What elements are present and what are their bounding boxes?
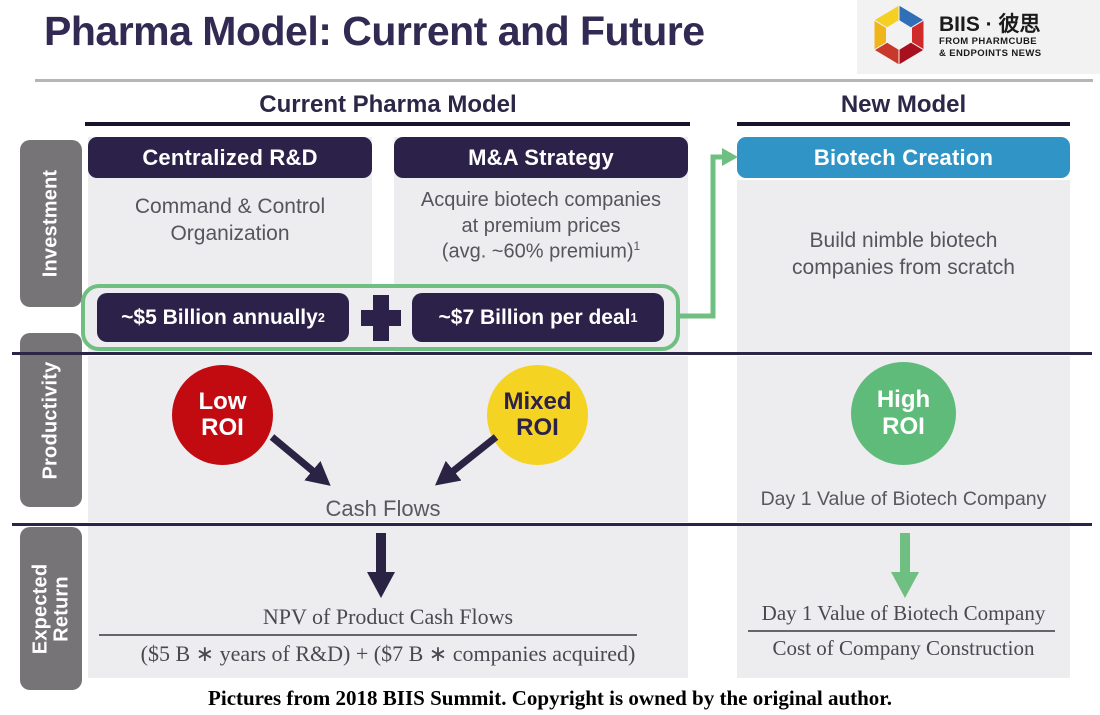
row-label-productivity-text: Productivity [39,361,62,479]
divider-productivity-return [12,523,1092,526]
npv-fraction-bar [99,634,637,636]
centralized-rd-description: Command & Control Organization [134,195,326,245]
low-roi-circle: Low ROI [172,365,273,465]
biotech-creation-description: Build nimble biotech companies from scra… [792,229,1015,279]
section-underline-current [85,122,690,126]
pill-7-billion-text: ~$7 Billion per deal [438,305,631,329]
npv-fraction-denominator: ($5 B ∗ years of R&D) + ($7 B ∗ companie… [140,641,636,666]
ma-strategy-description-text: Acquire biotech companies at premium pri… [420,189,662,263]
copyright-caption: Pictures from 2018 BIIS Summit. Copyrigh… [208,686,892,710]
mixed-roi-circle: Mixed ROI [487,365,588,465]
day1-fraction-numerator: Day 1 Value of Biotech Company [761,601,1046,625]
day1-value-label: Day 1 Value of Biotech Company [760,488,1047,510]
row-label-investment-text: Investment [39,169,62,278]
plus-icon [361,295,401,341]
pill-5-billion-text: ~$5 Billion annually [121,305,318,329]
header-ma-strategy: M&A Strategy [394,137,688,178]
row-label-investment: Investment [20,140,82,307]
header-biotech-creation: Biotech Creation [737,137,1070,178]
section-underline-new [737,122,1070,126]
pill-7-billion-footnote-marker: 1 [630,310,638,325]
biis-logo-text: BIIS · 彼思 FROM PHARMCUBE & ENDPOINTS NEW… [939,14,1041,60]
panel-biotech-investment [737,180,1070,352]
cost-to-biotech-arrowhead-icon [722,148,738,166]
biis-logo-name: BIIS · 彼思 [939,13,1041,37]
row-label-productivity: Productivity [20,333,82,507]
row-label-expected-return-text: Expected Return [29,563,72,654]
cash-flows-label: Cash Flows [325,496,441,521]
biis-logo-subline2: & ENDPOINTS NEWS [939,48,1042,60]
high-roi-circle: High ROI [851,362,956,465]
section-title-new: New Model [840,91,967,118]
ma-strategy-footnote-marker: 1 [633,239,641,254]
divider-investment-productivity [12,352,1092,355]
header-centralized-rd: Centralized R&D [88,137,372,178]
biis-logo-subline1: FROM PHARMCUBE [939,36,1037,48]
npv-fraction-numerator: NPV of Product Cash Flows [262,604,514,629]
day1-fraction-bar [748,630,1055,632]
ma-strategy-description: Acquire biotech companies at premium pri… [394,188,688,265]
biis-logo: BIIS · 彼思 FROM PHARMCUBE & ENDPOINTS NEW… [857,0,1100,74]
section-title-current: Current Pharma Model [259,91,517,118]
day1-fraction-denominator: Cost of Company Construction [772,636,1035,660]
pill-5-billion-footnote-marker: 2 [317,310,325,325]
biis-hexagon-icon [867,2,931,73]
title-divider [35,79,1093,82]
panel-return-current [88,526,688,678]
row-label-expected-return: Expected Return [20,527,82,690]
page-title: Pharma Model: Current and Future [44,8,705,54]
